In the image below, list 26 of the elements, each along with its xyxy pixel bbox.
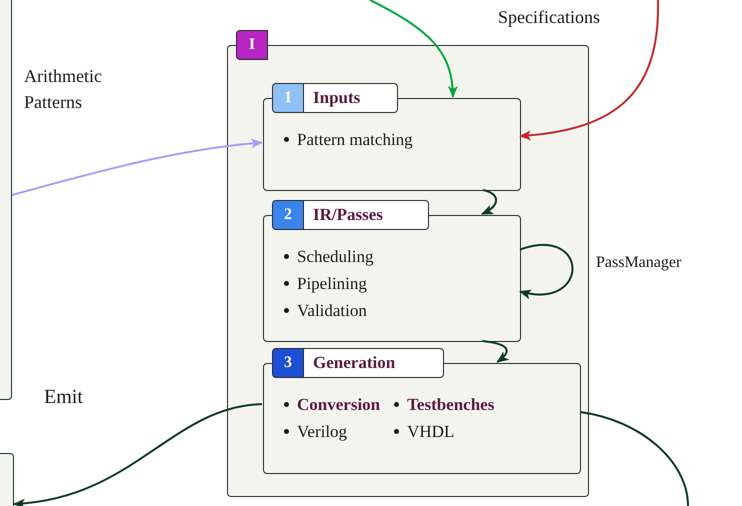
section-title-tab: IR/Passes [304,200,429,230]
step-number-badge: 2 [272,200,304,230]
arrow [370,0,458,98]
bullet-item: Pipelining [284,271,374,296]
edge-label: Emit [44,385,83,410]
edge-label: Specifications [498,6,600,29]
edge-label: PassManager [596,253,682,273]
bullet-item: Scheduling [284,244,374,269]
arrow [482,340,510,363]
edge-label: Arithmetic Patterns [24,65,103,114]
bullet-item: Verilog [284,419,380,444]
bullet-item: Testbenches [394,392,494,417]
arrow [481,189,498,215]
arrow [13,403,262,506]
bullet-item: Conversion [284,392,380,417]
step-number-badge: 1 [272,83,304,113]
bullet-item: Validation [284,298,374,323]
bullet-item: VHDL [394,419,494,444]
arrow [12,138,263,196]
step-number-badge: 3 [272,348,304,378]
section-title-tab: Generation [304,348,444,378]
step-number-badge: I [236,30,268,60]
arrow [519,244,574,298]
section-title-tab: Inputs [304,83,398,113]
arrow [519,0,659,140]
bullet-item: Pattern matching [284,127,413,152]
